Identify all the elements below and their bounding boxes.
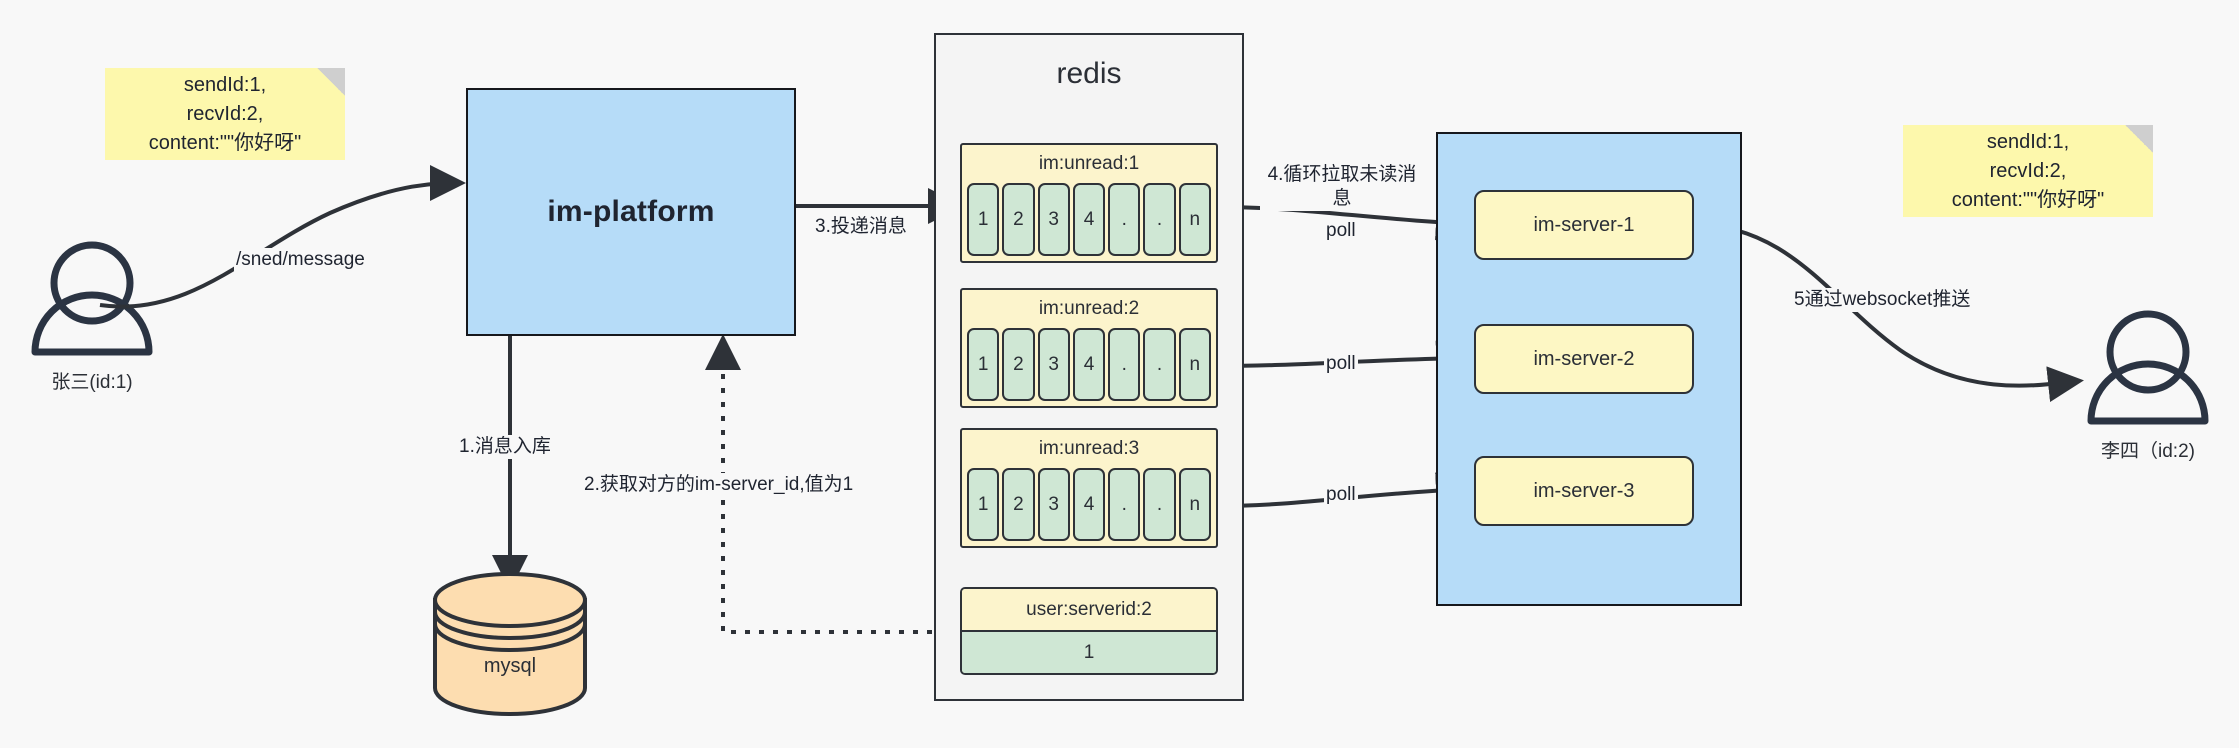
sticky-fold-icon	[317, 68, 345, 96]
queue-cell: 4	[1072, 183, 1106, 256]
im-platform-node[interactable]: im-platform	[466, 88, 796, 336]
redis-queue-1-key: im:unread:1	[1038, 153, 1140, 174]
sticky-right-line-3: content:""你好呀"	[1951, 188, 2105, 211]
mysql-cylinder-icon	[433, 572, 587, 716]
im-server-1-node[interactable]: im-server-1	[1474, 190, 1694, 260]
queue-cell: 2	[1002, 183, 1035, 256]
redis-record-value: 1	[962, 630, 1216, 673]
mysql-label: mysql	[483, 655, 537, 677]
queue-cell: n	[1178, 468, 1211, 541]
sticky-note-left: sendId:1, recvId:2, content:""你好呀"	[105, 68, 345, 160]
redis-queue-2[interactable]: im:unread:2 1 2 3 4 . . n	[960, 288, 1218, 408]
sticky-left-line-2: recvId:2,	[186, 102, 264, 125]
queue-cell: .	[1143, 183, 1176, 256]
edge-label-step2: 2.获取对方的im-server_id,值为1	[582, 473, 856, 497]
redis-queue-1-cells: 1 2 3 4 . . n	[962, 183, 1216, 261]
im-server-3-node[interactable]: im-server-3	[1474, 456, 1694, 526]
queue-cell: .	[1108, 328, 1141, 401]
edge-label-poll-3: poll	[1324, 483, 1358, 507]
sender-caption: 张三(id:1)	[51, 372, 133, 393]
redis-queue-3[interactable]: im:unread:3 1 2 3 4 . . n	[960, 428, 1218, 548]
redis-record-key: user:serverid:2	[962, 589, 1216, 630]
queue-cell: 1	[967, 468, 1000, 541]
queue-cell: 2	[1002, 468, 1035, 541]
edge-label-step3: 3.投递消息	[813, 215, 909, 239]
queue-cell: 3	[1037, 328, 1070, 401]
sticky-left-line-1: sendId:1,	[183, 73, 267, 96]
edge-label-step1: 1.消息入库	[457, 435, 553, 459]
queue-cell: 1	[967, 328, 1000, 401]
redis-queue-2-key: im:unread:2	[1038, 298, 1140, 319]
queue-cell: 3	[1037, 183, 1070, 256]
queue-cell: .	[1143, 468, 1176, 541]
redis-queue-3-cells: 1 2 3 4 . . n	[962, 468, 1216, 546]
queue-cell: 4	[1072, 328, 1106, 401]
redis-record-user-serverid[interactable]: user:serverid:2 1	[960, 587, 1218, 675]
receiver-caption: 李四（id:2)	[2101, 441, 2195, 462]
queue-cell: 1	[967, 183, 1000, 256]
im-server-3-label: im-server-3	[1533, 479, 1635, 502]
redis-queue-3-key: im:unread:3	[1038, 438, 1140, 459]
queue-cell: 2	[1002, 328, 1035, 401]
queue-cell: .	[1108, 468, 1141, 541]
edge-label-poll-2: poll	[1324, 352, 1358, 376]
queue-cell: n	[1178, 183, 1211, 256]
redis-queue-1[interactable]: im:unread:1 1 2 3 4 . . n	[960, 143, 1218, 263]
edge-label-send-message: /sned/message	[234, 248, 367, 272]
im-server-2-node[interactable]: im-server-2	[1474, 324, 1694, 394]
im-server-2-label: im-server-2	[1533, 347, 1635, 370]
queue-cell: 3	[1037, 468, 1070, 541]
redis-queue-2-cells: 1 2 3 4 . . n	[962, 328, 1216, 406]
sticky-right-line-2: recvId:2,	[1989, 159, 2067, 182]
edge-websocket-push	[1689, 222, 2084, 403]
edge-label-step4: 4.循环拉取未读消息	[1260, 163, 1424, 211]
queue-cell: .	[1108, 183, 1141, 256]
sticky-note-right: sendId:1, recvId:2, content:""你好呀"	[1903, 125, 2153, 217]
redis-title: redis	[1056, 57, 1122, 90]
queue-cell: .	[1143, 328, 1176, 401]
im-platform-label: im-platform	[547, 195, 715, 228]
receiver-actor-icon	[2087, 310, 2209, 425]
sticky-fold-icon	[2125, 125, 2153, 153]
sticky-right-line-1: sendId:1,	[1986, 130, 2070, 153]
edge-send-message	[99, 164, 466, 309]
queue-cell: 4	[1072, 468, 1106, 541]
queue-cell: n	[1178, 328, 1211, 401]
sticky-left-line-3: content:""你好呀"	[148, 131, 302, 154]
edge-label-step5: 5通过websocket推送	[1792, 288, 1973, 312]
im-server-1-label: im-server-1	[1533, 213, 1635, 236]
sender-actor-icon	[31, 241, 153, 356]
edge-poll-1	[1215, 204, 1472, 241]
edge-label-poll-1: poll	[1324, 219, 1358, 243]
